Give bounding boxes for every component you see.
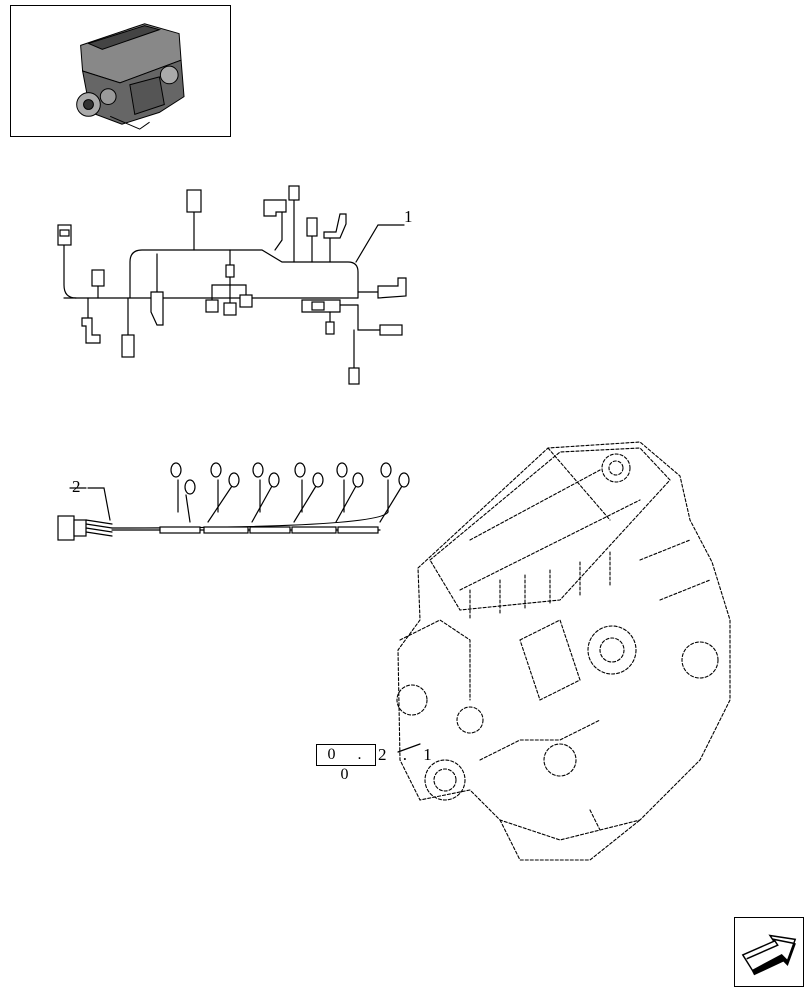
- next-page-button[interactable]: [734, 917, 804, 987]
- reference-suffix: 2 . 1: [378, 745, 438, 764]
- wiring-harness-2: [57, 462, 410, 541]
- callout-2-label: 2: [72, 477, 81, 496]
- reference-box[interactable]: 0 . 0: [316, 744, 376, 783]
- engine-illustration: [396, 441, 731, 861]
- wiring-harness-1: [57, 185, 407, 385]
- next-page-arrow-icon: [741, 934, 797, 976]
- callout-1-label: 1: [404, 207, 413, 226]
- engine-thumbnail-icon: [76, 23, 185, 130]
- injector-connectors: [170, 462, 410, 523]
- engine-thumbnail: [10, 5, 231, 137]
